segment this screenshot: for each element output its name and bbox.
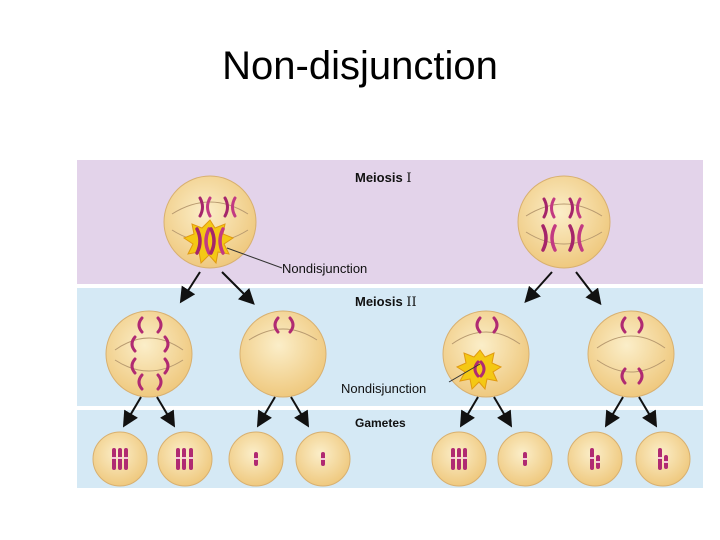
arrows-meiosis-1 bbox=[179, 271, 602, 306]
callout-nondisjunction-1: Nondisjunction bbox=[282, 261, 367, 276]
gamete-5 bbox=[431, 431, 487, 487]
callout-nondisjunction-2: Nondisjunction bbox=[341, 381, 426, 396]
gamete-4 bbox=[295, 431, 351, 487]
callout-line-2 bbox=[448, 363, 481, 383]
slide-title: Non-disjunction bbox=[222, 44, 498, 88]
gamete-7 bbox=[567, 431, 623, 487]
cell-meiosis-1-left bbox=[163, 175, 257, 269]
cell-meiosis-1-right bbox=[517, 175, 611, 269]
cell-meiosis-2-1 bbox=[105, 310, 193, 398]
gamete-3 bbox=[228, 431, 284, 487]
gamete-2 bbox=[157, 431, 213, 487]
label-gametes: Gametes bbox=[355, 416, 406, 430]
arrows-meiosis-2 bbox=[122, 396, 658, 428]
band-divider bbox=[77, 406, 703, 410]
gamete-8 bbox=[635, 431, 691, 487]
cell-meiosis-2-3 bbox=[442, 310, 530, 398]
nondisjunction-diagram: Meiosis I Meiosis II Gametes Nondisjunct… bbox=[77, 160, 703, 488]
band-divider bbox=[77, 284, 703, 288]
gamete-1 bbox=[92, 431, 148, 487]
callout-line-1 bbox=[226, 247, 283, 269]
label-meiosis-2: Meiosis II bbox=[355, 294, 417, 310]
gamete-6 bbox=[497, 431, 553, 487]
nondisjunction-starburst-icon bbox=[455, 349, 503, 391]
cell-meiosis-2-2 bbox=[239, 310, 327, 398]
label-meiosis-1: Meiosis I bbox=[355, 170, 411, 186]
cell-meiosis-2-4 bbox=[587, 310, 675, 398]
